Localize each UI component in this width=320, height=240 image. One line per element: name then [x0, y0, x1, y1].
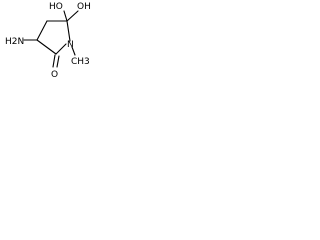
chemical-structure-diagram: HO OH H2N N CH3 O	[5, 2, 91, 80]
bond-c5-oh-right	[66, 10, 79, 22]
hydroxyl-label-right: OH	[77, 2, 91, 12]
bond-c3-c4	[36, 20, 48, 41]
bond-c2-o-double-b	[56, 55, 60, 68]
ring-nitrogen-label: N	[67, 40, 74, 50]
bond-n1-c2	[55, 43, 67, 55]
methyl-label: CH3	[71, 57, 90, 67]
amine-label: H2N	[5, 37, 24, 47]
bond-n1-ch3	[71, 46, 76, 56]
hydroxyl-label-left: HO	[49, 2, 63, 12]
carbonyl-oxygen-label: O	[51, 70, 58, 80]
bond-c5-oh-left	[63, 10, 68, 22]
bond-c5-n1	[66, 20, 71, 42]
bond-c2-c3	[36, 39, 57, 55]
bond-c2-o-double-a	[52, 54, 56, 68]
